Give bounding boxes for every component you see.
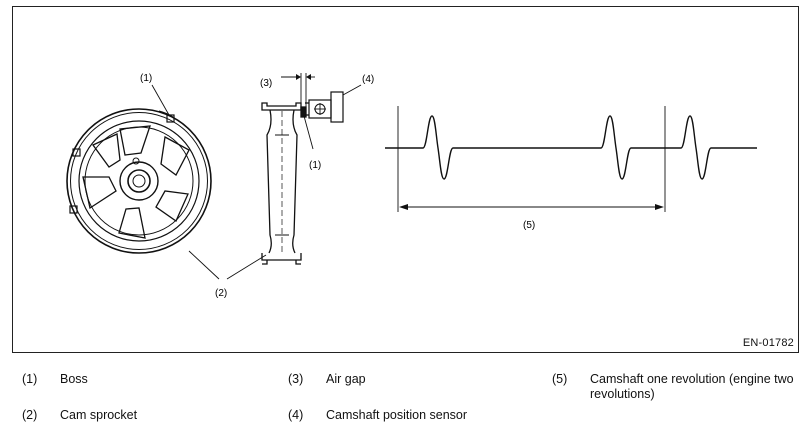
cam-sprocket-side-view	[261, 102, 307, 265]
callout-2: (2)	[215, 288, 227, 299]
diagram-frame: (1) (1) (2) (3) (4) (5) EN-01782	[12, 6, 799, 353]
legend-number: (5)	[552, 372, 568, 386]
callout-1-top: (1)	[140, 73, 152, 84]
legend-text: Air gap	[326, 372, 366, 386]
diagram-canvas: (1) (1) (2) (3) (4) (5)	[66, 73, 757, 299]
callout-4: (4)	[362, 74, 374, 85]
legend-item-camshaft-one-revolution: (5) Camshaft one revolution (engine two …	[552, 372, 802, 404]
callout-5: (5)	[523, 220, 535, 231]
cam-sprocket-front-view	[66, 108, 212, 254]
leader-lines	[151, 84, 362, 280]
legend-text: Cam sprocket	[60, 408, 138, 422]
air-gap-dimension	[281, 73, 315, 107]
callout-3: (3)	[260, 78, 272, 89]
legend-number: (3)	[288, 372, 304, 386]
figure-code: EN-01782	[742, 337, 794, 349]
legend-text: Camshaft position sensor	[326, 408, 468, 422]
callout-1-side: (1)	[309, 160, 321, 171]
legend-text: Camshaft one revolution (engine two revo…	[590, 372, 794, 401]
legend-number: (1)	[22, 372, 38, 386]
camshaft-position-sensor	[305, 91, 344, 123]
legend-number: (2)	[22, 408, 38, 422]
legend-text: Boss	[60, 372, 88, 386]
legend-number: (4)	[288, 408, 304, 422]
sensor-waveform	[385, 106, 757, 212]
